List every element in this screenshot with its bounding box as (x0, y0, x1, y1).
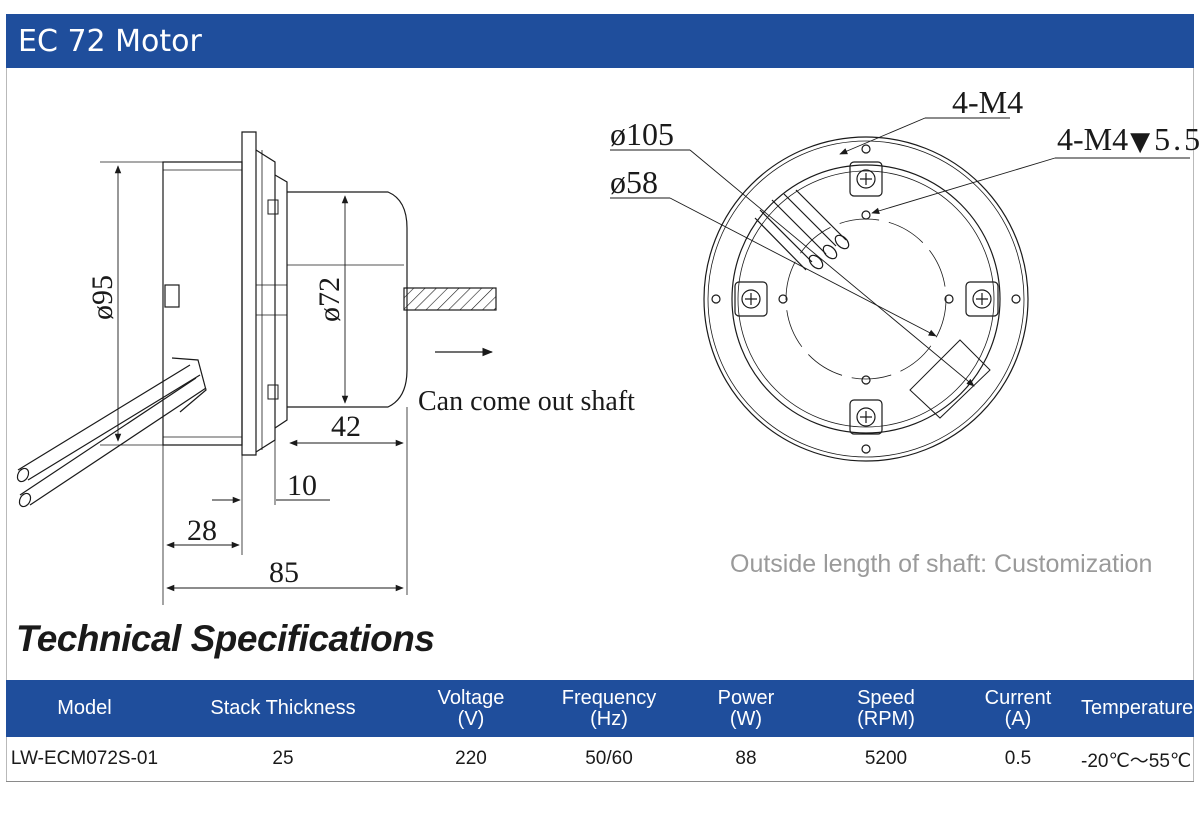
dim-dia-95: ø95 (86, 275, 119, 320)
side-view-labels: ø95 ø72 42 10 28 85 Can come out shaft (86, 275, 635, 589)
mounting-flange (241, 131, 257, 456)
cell-voltage: 220 (403, 737, 539, 782)
front-view (610, 117, 1190, 462)
col-header-stack-thickness: Stack Thickness (163, 680, 403, 737)
rear-housing (162, 161, 243, 446)
specs-title: Technical Specifications (16, 618, 435, 659)
dim-dia-58: ø58 (610, 164, 658, 200)
header-bar: EC 72 Motor (6, 14, 1194, 68)
shaft-note: Can come out shaft (418, 386, 635, 417)
cell-stack-thickness: 25 (163, 737, 403, 782)
page-title: EC 72 Motor (18, 24, 202, 59)
cell-speed: 5200 (813, 737, 959, 782)
dim-dia-105: ø105 (610, 116, 674, 152)
front-view-labels: ø105 ø58 4-M4 4-M4▼5.5 (610, 84, 1200, 200)
specs-table: Model Stack Thickness Voltage(V) Frequen… (6, 680, 1194, 782)
holes-label-2-depth: 5.5 (1154, 121, 1200, 157)
cell-power: 88 (679, 737, 813, 782)
lead-wires (16, 284, 207, 508)
col-header-frequency: Frequency(Hz) (539, 680, 679, 737)
motor-can (287, 191, 408, 408)
table-row: LW-ECM072S-01 25 220 50/60 88 5200 0.5 -… (6, 737, 1194, 782)
holes-label-2-prefix: 4-M4 (1057, 121, 1128, 157)
dim-dia-72: ø72 (313, 277, 346, 322)
connector-box (909, 339, 991, 419)
col-header-temperature: Temperature (1077, 680, 1194, 737)
cable-bundle (754, 189, 850, 271)
holes-label-2: 4-M4▼5.5 (1057, 121, 1200, 157)
dim-len-85: 85 (269, 556, 299, 589)
col-header-model: Model (6, 680, 163, 737)
cell-model: LW-ECM072S-01 (6, 737, 163, 782)
shaft (403, 287, 497, 311)
depth-symbol-icon: ▼ (1130, 127, 1150, 157)
small-holes (711, 144, 1021, 454)
shaft-length-note: Outside length of shaft: Customization (730, 550, 1153, 578)
specs-header-row: Model Stack Thickness Voltage(V) Frequen… (6, 680, 1194, 737)
dim-len-28: 28 (187, 514, 217, 547)
col-header-power: Power(W) (679, 680, 813, 737)
holes-label-1: 4-M4 (952, 84, 1023, 120)
cell-temperature: -20℃～55℃ (1077, 737, 1194, 782)
dim-len-42: 42 (331, 410, 361, 443)
col-header-voltage: Voltage(V) (403, 680, 539, 737)
col-header-speed: Speed(RPM) (813, 680, 959, 737)
cell-current: 0.5 (959, 737, 1077, 782)
cell-frequency: 50/60 (539, 737, 679, 782)
mounting-screws (734, 161, 999, 435)
side-view (16, 131, 497, 605)
dim-len-10: 10 (287, 469, 317, 502)
col-header-current: Current(A) (959, 680, 1077, 737)
outer-ring (703, 136, 1029, 462)
